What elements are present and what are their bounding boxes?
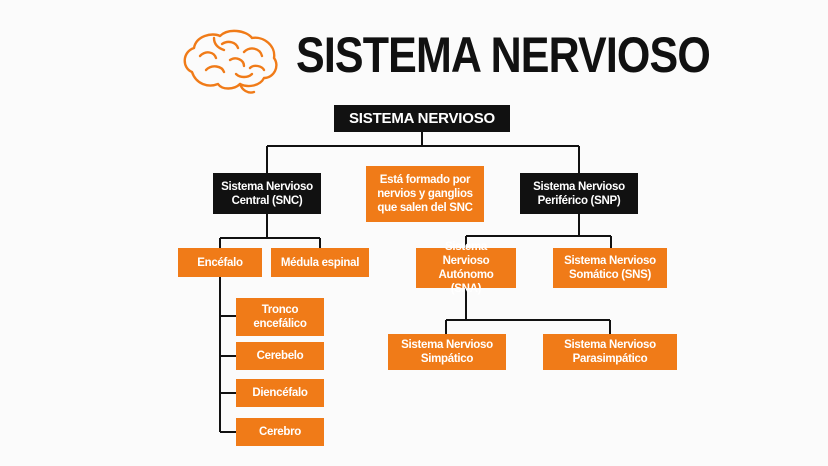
cerebelo-node: Cerebelo (236, 342, 324, 370)
diencefalo-node: Diencéfalo (236, 379, 324, 407)
simpatico-node: Sistema Nervioso Simpático (388, 334, 506, 370)
tronco-node: Tronco encefálico (236, 298, 324, 336)
root-node: SISTEMA NERVIOSO (334, 105, 510, 132)
medula-node: Médula espinal (271, 248, 369, 277)
encefalo-node: Encéfalo (178, 248, 262, 277)
snp-note: Está formado por nervios y ganglios que … (366, 166, 484, 222)
snp-node: Sistema Nervioso Periférico (SNP) (520, 173, 638, 214)
brain-icon (183, 29, 278, 94)
page-title: SISTEMA NERVIOSO (296, 27, 711, 83)
sns-node: Sistema Nervioso Somático (SNS) (553, 248, 667, 288)
snc-node: Sistema Nervioso Central (SNC) (213, 173, 321, 214)
parasimpatico-node: Sistema Nervioso Parasimpático (543, 334, 677, 370)
sna-node: Sistema Nervioso Autónomo (SNA) (416, 241, 516, 295)
cerebro-node: Cerebro (236, 418, 324, 446)
